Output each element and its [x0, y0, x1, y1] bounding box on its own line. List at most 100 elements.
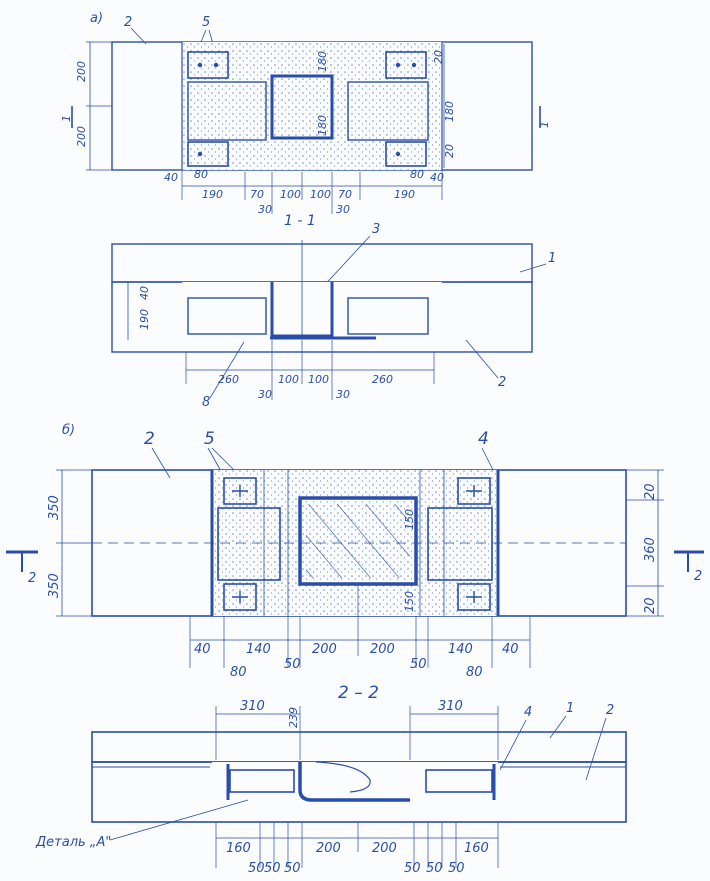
callout-s1-slab: 1: [548, 251, 556, 266]
callout-b-block: 2: [144, 429, 155, 449]
callout-s2-slab: 1: [566, 701, 574, 716]
detail-a-label: Деталь „А": [35, 835, 111, 850]
b-right-mid: 360: [643, 537, 658, 562]
b-dim-2: 140: [246, 642, 271, 657]
b-core-lower: 150: [403, 591, 416, 612]
s2-dim-6: 50: [264, 861, 281, 876]
bottom-dim-a1: 190: [202, 188, 223, 201]
insulation-right: [427, 507, 493, 581]
bottom-dim-a2: 70: [250, 188, 264, 201]
leader-line: [465, 339, 499, 379]
floor-slab: [111, 243, 533, 283]
callout-s1-detail: 8: [202, 395, 210, 410]
bottom-dim-a4: 100: [310, 188, 331, 201]
leader-line: [519, 263, 547, 273]
anchor-dot: [213, 62, 219, 68]
plate-width-left: 80: [194, 168, 208, 181]
insulation-left: [229, 769, 295, 793]
height-dim-lower: 200: [75, 126, 88, 147]
figure-b-plan: б) 2 5 4 350 350 2: [6, 423, 704, 680]
insulation-right: [425, 769, 493, 793]
s2-dim-3: 200: [372, 841, 397, 856]
concrete-core-fill: [306, 504, 410, 578]
embedded-plate: [457, 477, 491, 505]
figure-a-label: а): [90, 11, 103, 26]
s1-dim-3: 100: [308, 373, 329, 386]
figure-a-plan: а) 2 5 200 200 1 20 18: [60, 11, 551, 216]
core-profile: [298, 762, 410, 802]
b-height-lower: 350: [47, 573, 62, 598]
joint-cavity: [182, 282, 442, 340]
leader-line: [109, 799, 249, 841]
height-dim-right-bot: 20: [443, 144, 456, 158]
leader-line: [549, 715, 567, 739]
bottom-dim-a7: 30: [258, 203, 272, 216]
insulation-left: [187, 81, 267, 141]
leader-line: [319, 235, 371, 291]
b-core-upper: 150: [403, 509, 416, 530]
b-right-bot: 20: [643, 597, 658, 614]
callout-a-block: 2: [124, 15, 132, 30]
b-dim-3: 200: [312, 642, 337, 657]
anchor-dot: [395, 151, 401, 157]
bottom-dim-a5: 70: [338, 188, 352, 201]
anchor-dot: [395, 62, 401, 68]
s1-dim-6: 30: [336, 388, 350, 401]
s2-dim-4: 160: [464, 841, 489, 856]
s2-top-dim-left: 310: [240, 699, 265, 714]
height-dim-right-top: 20: [432, 50, 445, 64]
plate-width-right: 80: [410, 168, 424, 181]
callout-b-plates: 5: [204, 429, 215, 449]
embedded-plate: [385, 141, 427, 167]
s1-dim-2: 100: [278, 373, 299, 386]
anchor-dot: [197, 62, 203, 68]
callout-s1-core: 3: [372, 222, 380, 237]
b-right-top: 20: [643, 483, 658, 500]
height-dim-right-mid: 180: [443, 101, 456, 122]
callout-a-plates: 5: [202, 15, 210, 30]
s2-dim-1: 160: [226, 841, 251, 856]
edge-dim-left: 40: [164, 171, 178, 184]
s2-dim-7: 50: [284, 861, 301, 876]
b-dim-7: 80: [230, 665, 247, 680]
s1-dim-1: 260: [218, 373, 239, 386]
leader-line: [151, 447, 171, 479]
embedded-plate: [457, 583, 491, 611]
s1-dim-4: 260: [372, 373, 393, 386]
b-dim-4: 200: [370, 642, 395, 657]
section-1-height: 190: [138, 309, 151, 330]
section-2-title: 2 – 2: [338, 683, 379, 703]
floor-slab: [91, 731, 627, 763]
section-1-1: 1 - 1 3 1 40 190 2 8 260 100 100 260 30 …: [111, 213, 556, 410]
section-1-title: 1 - 1: [284, 213, 316, 229]
b-dim-10: 80: [466, 665, 483, 680]
s2-top-dim-right: 310: [438, 699, 463, 714]
callout-s1-block: 2: [498, 375, 506, 390]
insulation-right: [347, 81, 429, 141]
bottom-dim-a6: 190: [394, 188, 415, 201]
leader-line: [585, 717, 607, 781]
insulation-right: [347, 297, 429, 335]
height-dim-upper: 200: [75, 61, 88, 82]
figure-b-label: б): [62, 423, 75, 438]
b-dim-6: 40: [502, 642, 519, 657]
section-1-height-small: 40: [138, 286, 151, 300]
core-height-lower: 180: [316, 115, 329, 136]
embedded-plate: [187, 141, 229, 167]
b-section-mark-left: 2: [28, 571, 36, 586]
insulation-left: [217, 507, 281, 581]
embedded-plate: [223, 477, 257, 505]
callout-s2-block: 2: [606, 703, 614, 718]
embedded-plate: [223, 583, 257, 611]
b-dim-8: 50: [284, 657, 301, 672]
s2-dim-8: 50: [404, 861, 421, 876]
s2-dim-10: 50: [448, 861, 465, 876]
b-height-upper: 350: [47, 495, 62, 520]
b-dim-5: 140: [448, 642, 473, 657]
s1-dim-5: 30: [258, 388, 272, 401]
bottom-dim-a8: 30: [336, 203, 350, 216]
embedded-plate: [187, 51, 229, 79]
s2-dim-9: 50: [426, 861, 443, 876]
section-mark-right: 1: [538, 121, 551, 128]
b-dim-9: 50: [410, 657, 427, 672]
